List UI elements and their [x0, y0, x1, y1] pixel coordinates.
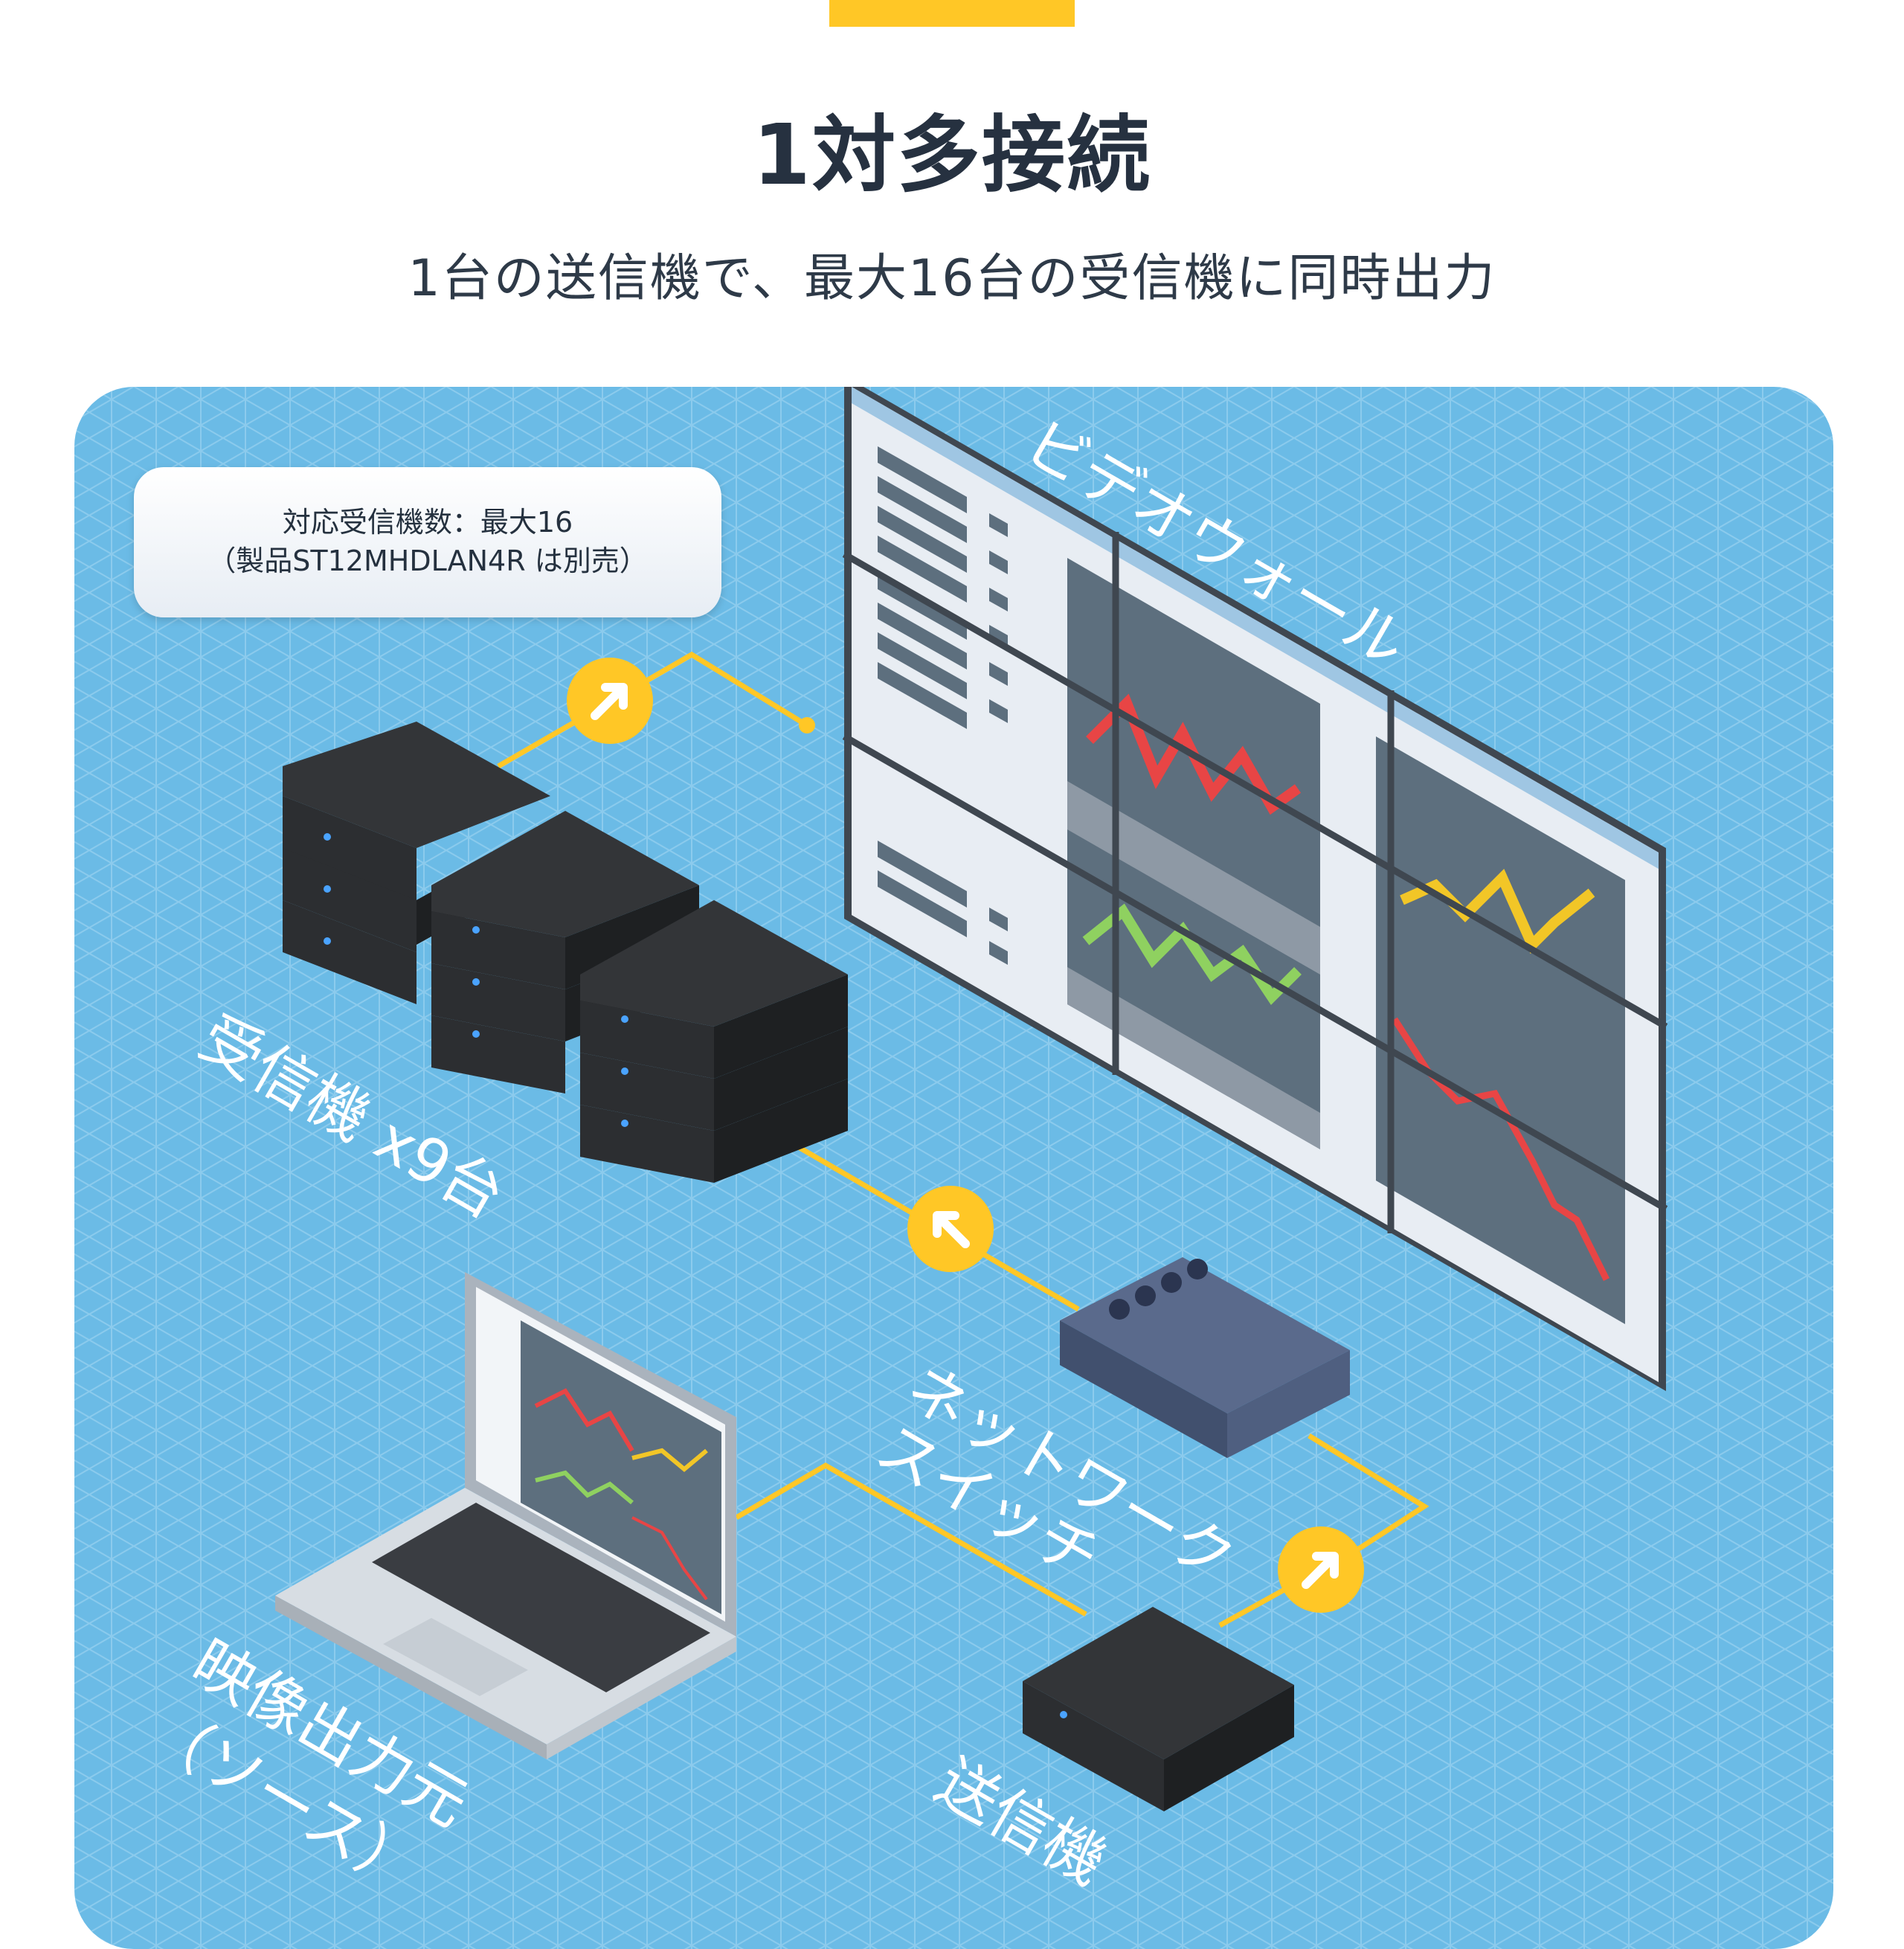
receiver-stack: [283, 722, 848, 1183]
page-title: 1対多接続: [753, 107, 1151, 204]
video-wall: [842, 387, 1668, 1391]
network-switch: [1060, 1257, 1350, 1458]
page-subtitle: 1台の送信機で、最大16台の受信機に同時出力: [408, 249, 1496, 308]
diagram-panel: [74, 387, 1833, 1949]
receiver-capacity-note: 対応受信機数：最大16 （製品ST12MHDLAN4R は別売）: [134, 467, 721, 617]
diagram-illustration: [74, 387, 1833, 1949]
transmitter: [1023, 1607, 1294, 1811]
accent-bar: [829, 0, 1075, 27]
note-line-1: 対応受信機数：最大16: [282, 506, 573, 539]
laptop: [275, 1272, 736, 1759]
connection-end-dot: [799, 717, 815, 733]
arrow-badges: [567, 658, 1364, 1613]
note-line-2: （製品ST12MHDLAN4R は別売）: [208, 545, 648, 577]
